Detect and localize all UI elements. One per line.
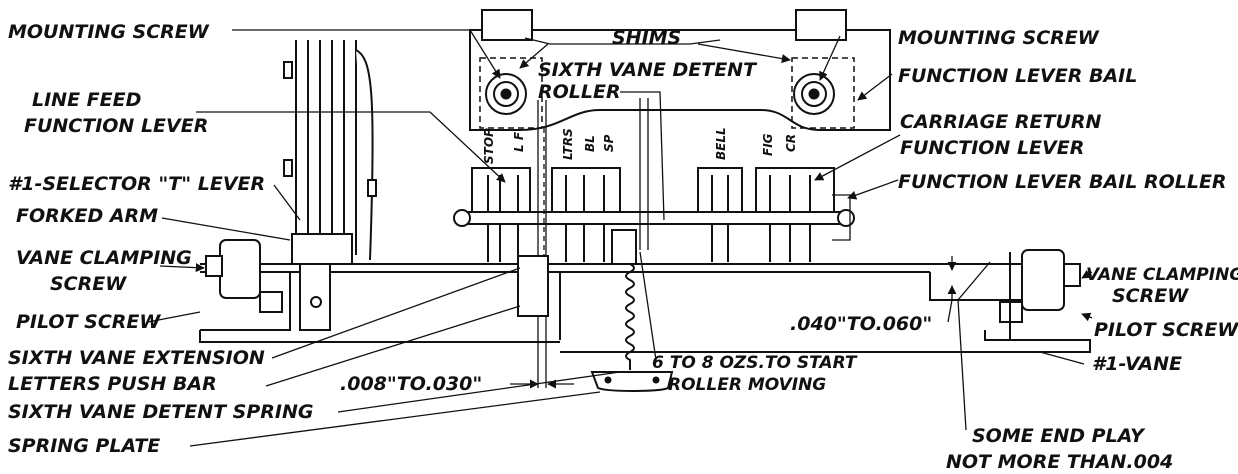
label-carriage-return-1: CARRIAGE RETURN [900,111,1102,133]
lever-tag-lf: L F [512,131,526,152]
vane-clamp-left [205,239,283,313]
label-clearance-008-030: .008"TO.030" [340,373,482,395]
vane-clamp-right [999,249,1081,340]
lever-tag-cr: CR [784,134,798,152]
label-shims: SHIMS [612,27,681,49]
label-sixth-vane-detent-roller-1: SIXTH VANE DETENT [538,59,758,81]
lever-tag-fig: FIG [761,133,775,156]
label-carriage-return-2: FUNCTION LEVER [900,137,1084,159]
label-vane-clamping-left-2: SCREW [50,273,127,295]
label-vane-clamping-right-2: SCREW [1112,285,1189,307]
label-function-lever-bail: FUNCTION LEVER BAIL [898,65,1137,87]
lever-tag-stop: STOP [482,128,496,164]
label-vane-1: #1-VANE [1092,353,1182,375]
label-clearance-040-060: .040"TO.060" [790,313,932,335]
label-end-play-2: NOT MORE THAN.004 [946,451,1173,473]
label-pilot-screw-left: PILOT SCREW [16,311,161,333]
sixth-vane-extension-part [517,100,637,388]
label-pilot-screw-right: PILOT SCREW [1094,319,1238,341]
label-spring-plate: SPRING PLATE [8,435,160,457]
label-sixth-vane-extension: SIXTH VANE EXTENSION [8,347,265,369]
lever-tag-bell: BELL [714,127,728,160]
label-end-play-1: SOME END PLAY [972,425,1146,447]
lever-tag-sp: SP [602,134,616,152]
label-ounces-1: 6 TO 8 OZS.TO START [652,353,858,373]
mounting-screw-left [485,73,527,115]
callout-labels: MOUNTING SCREW SHIMS MOUNTING SCREW SIXT… [8,21,1238,473]
label-line-feed-2: FUNCTION LEVER [24,115,208,137]
label-mounting-screw-left: MOUNTING SCREW [8,21,210,43]
lever-tags: STOP L F LTRS BL SP BELL FIG CR [482,127,798,164]
label-vane-clamping-right-1: VANE CLAMPING [1086,265,1238,285]
label-selector-t-lever: #1-SELECTOR "T" LEVER [8,173,265,195]
label-mounting-screw-right: MOUNTING SCREW [898,27,1100,49]
leader-lines [147,29,1093,447]
lever-tag-ltrs: LTRS [561,128,575,160]
function-levers [471,167,835,262]
selector-lever-stack [283,40,377,331]
label-line-feed-1: LINE FEED [32,89,141,111]
label-vane-clamping-left-1: VANE CLAMPING [16,247,192,269]
bail-shaft [453,194,855,241]
spring-plate-part [590,371,674,392]
label-sixth-vane-detent-spring: SIXTH VANE DETENT SPRING [8,401,313,423]
label-letters-push-bar: LETTERS PUSH BAR [8,373,217,395]
lever-tag-bl: BL [583,135,597,152]
detent-spring [625,263,635,370]
base-plate [199,263,1091,353]
detent-roller-arm [639,98,649,250]
mounting-screw-right [793,73,835,115]
label-sixth-vane-detent-roller-2: ROLLER [538,81,621,103]
label-forked-arm: FORKED ARM [16,205,158,227]
label-ounces-2: ROLLER MOVING [668,375,826,395]
label-function-lever-bail-roller: FUNCTION LEVER BAIL ROLLER [898,171,1227,193]
